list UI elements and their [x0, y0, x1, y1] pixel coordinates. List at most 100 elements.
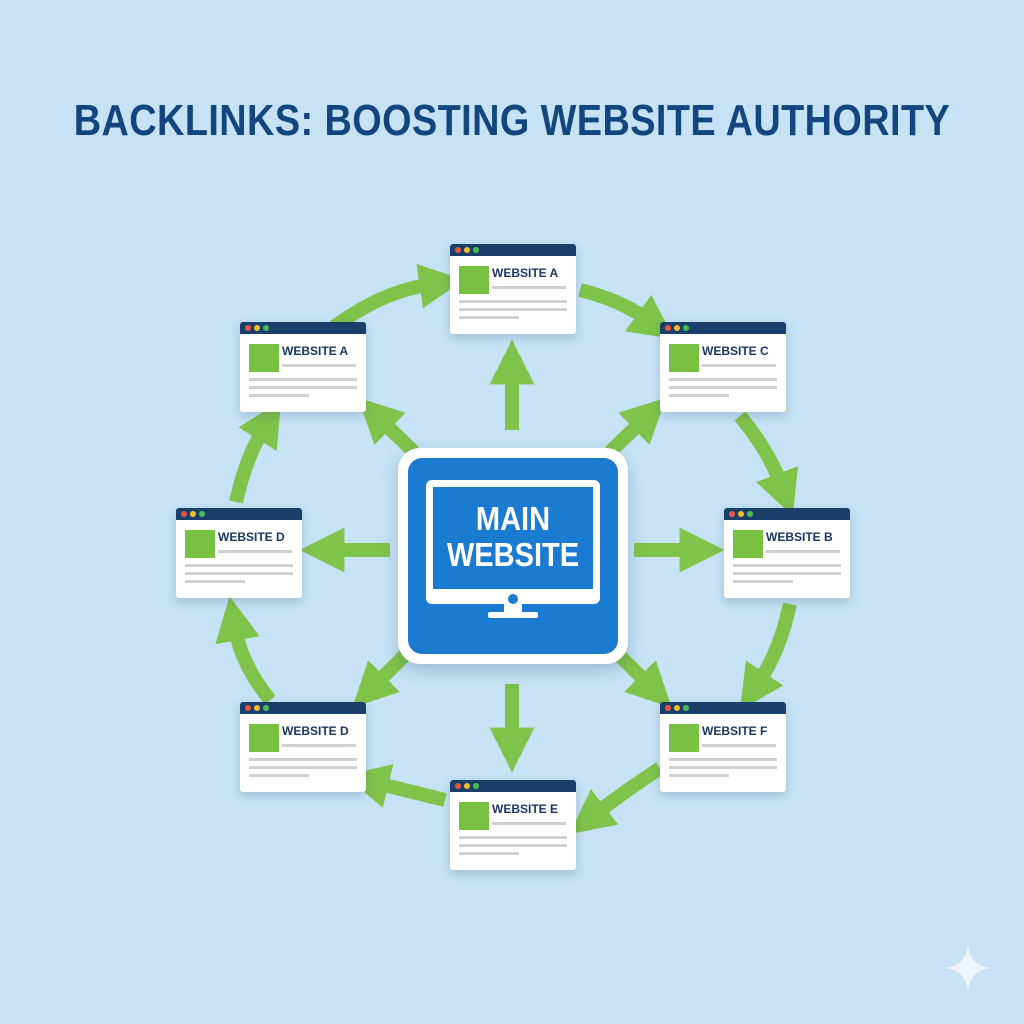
- monitor-icon: MAIN WEBSITE: [426, 480, 600, 604]
- cycle-arrow-7: [215, 596, 276, 705]
- browser-bar: [724, 508, 850, 520]
- website-label: WEBSITE B: [766, 530, 833, 544]
- text-line: [669, 386, 777, 389]
- browser-bar: [240, 322, 366, 334]
- text-line: [733, 580, 793, 583]
- text-line: [669, 774, 729, 777]
- thumbnail: [733, 530, 763, 558]
- text-line: [733, 572, 841, 575]
- text-line: [459, 836, 567, 839]
- browser-dot: [254, 705, 260, 711]
- cycle-arrow-4: [739, 602, 797, 711]
- cycle-arrow-5: [569, 762, 664, 835]
- website-card-lower-left: WEBSITE D: [240, 702, 366, 792]
- thumbnail: [669, 724, 699, 752]
- website-card-left: WEBSITE D: [176, 508, 302, 598]
- main-website-label: MAIN WEBSITE: [446, 500, 580, 573]
- browser-dot: [254, 325, 260, 331]
- browser-dot: [738, 511, 744, 517]
- browser-dot: [263, 325, 269, 331]
- browser-dot: [674, 325, 680, 331]
- text-line: [669, 378, 777, 381]
- main-website-tile: MAIN WEBSITE: [398, 448, 628, 664]
- website-label: WEBSITE F: [702, 724, 768, 738]
- text-line: [459, 316, 519, 319]
- text-line: [669, 758, 777, 761]
- browser-dot: [683, 325, 689, 331]
- browser-dot: [190, 511, 196, 517]
- text-line: [249, 378, 357, 381]
- website-label: WEBSITE E: [492, 802, 559, 816]
- text-line: [185, 572, 293, 575]
- text-line: [249, 774, 309, 777]
- browser-dots-icon: [665, 705, 671, 711]
- browser-dots-icon: [455, 247, 461, 253]
- text-line: [282, 364, 356, 367]
- text-line: [669, 766, 777, 769]
- thumbnail: [669, 344, 699, 372]
- text-line: [249, 766, 357, 769]
- website-card-lower-right: WEBSITE F: [660, 702, 786, 792]
- text-line: [185, 580, 245, 583]
- text-line: [459, 308, 567, 311]
- text-line: [249, 386, 357, 389]
- text-line: [459, 844, 567, 847]
- text-line: [669, 394, 729, 397]
- thumbnail: [249, 344, 279, 372]
- website-label: WEBSITE A: [492, 266, 559, 280]
- text-line: [702, 744, 776, 747]
- website-label: WEBSITE A: [282, 344, 349, 358]
- thumbnail: [185, 530, 215, 558]
- text-line: [459, 300, 567, 303]
- text-line: [702, 364, 776, 367]
- browser-dot: [464, 247, 470, 253]
- page-title: BACKLINKS: BOOSTING WEBSITE AUTHORITY: [73, 96, 951, 145]
- website-card-bottom: WEBSITE E: [450, 780, 576, 870]
- browser-dots-icon: [245, 325, 251, 331]
- browser-bar: [660, 322, 786, 334]
- browser-bar: [176, 508, 302, 520]
- radial-arrow-upper-left: [357, 397, 419, 458]
- browser-dot: [473, 247, 479, 253]
- text-line: [282, 744, 356, 747]
- power-dot: [508, 594, 518, 604]
- text-line: [766, 550, 840, 553]
- browser-dot: [473, 783, 479, 789]
- cycle-arrow-6: [344, 764, 447, 808]
- website-card-upper-right: WEBSITE C: [660, 322, 786, 412]
- thumbnail: [459, 802, 489, 830]
- thumbnail: [249, 724, 279, 752]
- browser-dot: [674, 705, 680, 711]
- browser-dots-icon: [455, 783, 461, 789]
- text-line: [733, 564, 841, 567]
- cycle-arrow-8: [229, 400, 282, 504]
- browser-dot: [199, 511, 205, 517]
- website-label: WEBSITE D: [282, 724, 349, 738]
- monitor-base: [488, 612, 538, 618]
- thumbnail: [459, 266, 489, 294]
- text-line: [249, 758, 357, 761]
- text-line: [249, 394, 309, 397]
- browser-dots-icon: [181, 511, 187, 517]
- cycle-arrow-3: [734, 411, 799, 517]
- browser-dot: [464, 783, 470, 789]
- website-card-right: WEBSITE B: [724, 508, 850, 598]
- browser-bar: [240, 702, 366, 714]
- browser-bar: [450, 244, 576, 256]
- browser-bar: [450, 780, 576, 792]
- browser-dots-icon: [245, 705, 251, 711]
- text-line: [492, 286, 566, 289]
- browser-dots-icon: [665, 325, 671, 331]
- website-card-top: WEBSITE A: [450, 244, 576, 334]
- browser-dot: [747, 511, 753, 517]
- browser-bar: [660, 702, 786, 714]
- radial-arrow-upper-right: [605, 397, 667, 458]
- browser-dot: [683, 705, 689, 711]
- text-line: [459, 852, 519, 855]
- text-line: [218, 550, 292, 553]
- browser-dots-icon: [729, 511, 735, 517]
- website-label: WEBSITE C: [702, 344, 769, 358]
- monitor-stand: [504, 604, 522, 614]
- website-label: WEBSITE D: [218, 530, 285, 544]
